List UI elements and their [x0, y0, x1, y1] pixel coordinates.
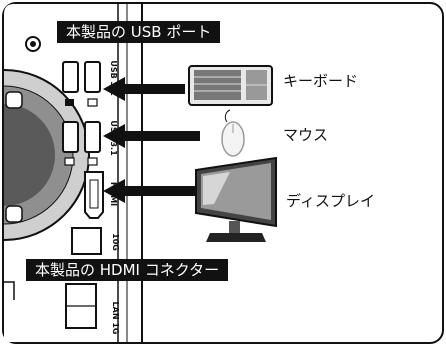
hdmi-connector-slot: [89, 179, 99, 209]
lan-1g-label: LAN 1G: [111, 302, 120, 335]
fan-icon: [3, 69, 90, 241]
port-number-badge: [65, 99, 74, 106]
display-label: ディスプレイ: [286, 192, 375, 210]
connection-arrows: [103, 77, 200, 203]
panel-edge: [4, 281, 15, 300]
keyboard-icon: [188, 65, 273, 106]
lan-10g-label: 10G: [111, 233, 120, 251]
usb-port: [84, 61, 101, 93]
usb-port: [62, 121, 79, 153]
usb-upper-port-label: USB 3.1: [109, 60, 118, 96]
mouse-label: マウス: [283, 126, 329, 144]
screw-icon: [30, 41, 36, 47]
port-number-badge: [64, 157, 75, 166]
usb-port: [84, 121, 101, 153]
lan-port-10g: [71, 227, 102, 255]
display-icon: [195, 156, 277, 242]
usb-lower-port-label: USB 3.1: [109, 120, 118, 156]
keyboard-label: キーボード: [283, 72, 359, 90]
mouse-icon: [221, 109, 245, 157]
usb-port: [62, 61, 79, 93]
usb-port-callout: 本製品の USB ポート: [57, 21, 221, 43]
port-number-badge: [87, 98, 98, 107]
arrow-display-to-hdmi: [103, 179, 195, 203]
hdmi-port-label: HDMI: [109, 182, 118, 206]
port-number-badge: [87, 157, 98, 166]
arrow-mouse-to-usb: [103, 124, 200, 148]
device-rear-panel: [3, 4, 143, 342]
hdmi-connector-callout: 本製品の HDMI コネクター: [26, 259, 229, 281]
arrow-keyboard-to-usb: [103, 77, 185, 101]
